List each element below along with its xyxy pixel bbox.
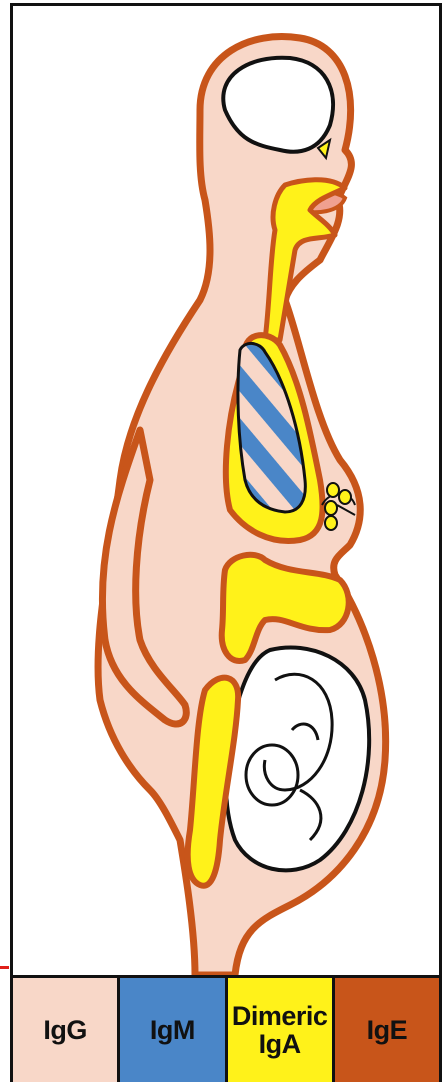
legend-igg: IgG [13,978,120,1082]
legend-dimeric-iga: Dimeric IgA [228,978,335,1082]
legend-ige: IgE [335,978,439,1082]
legend-igm: IgM [120,978,227,1082]
legend-label-ige: IgE [367,1016,408,1044]
red-marker [0,966,9,969]
legend-label-igg: IgG [43,1016,87,1044]
legend: IgG IgM Dimeric IgA IgE [13,975,439,1082]
legend-label-dimeric-iga: Dimeric IgA [232,1002,328,1059]
legend-label-igm: IgM [150,1016,195,1044]
